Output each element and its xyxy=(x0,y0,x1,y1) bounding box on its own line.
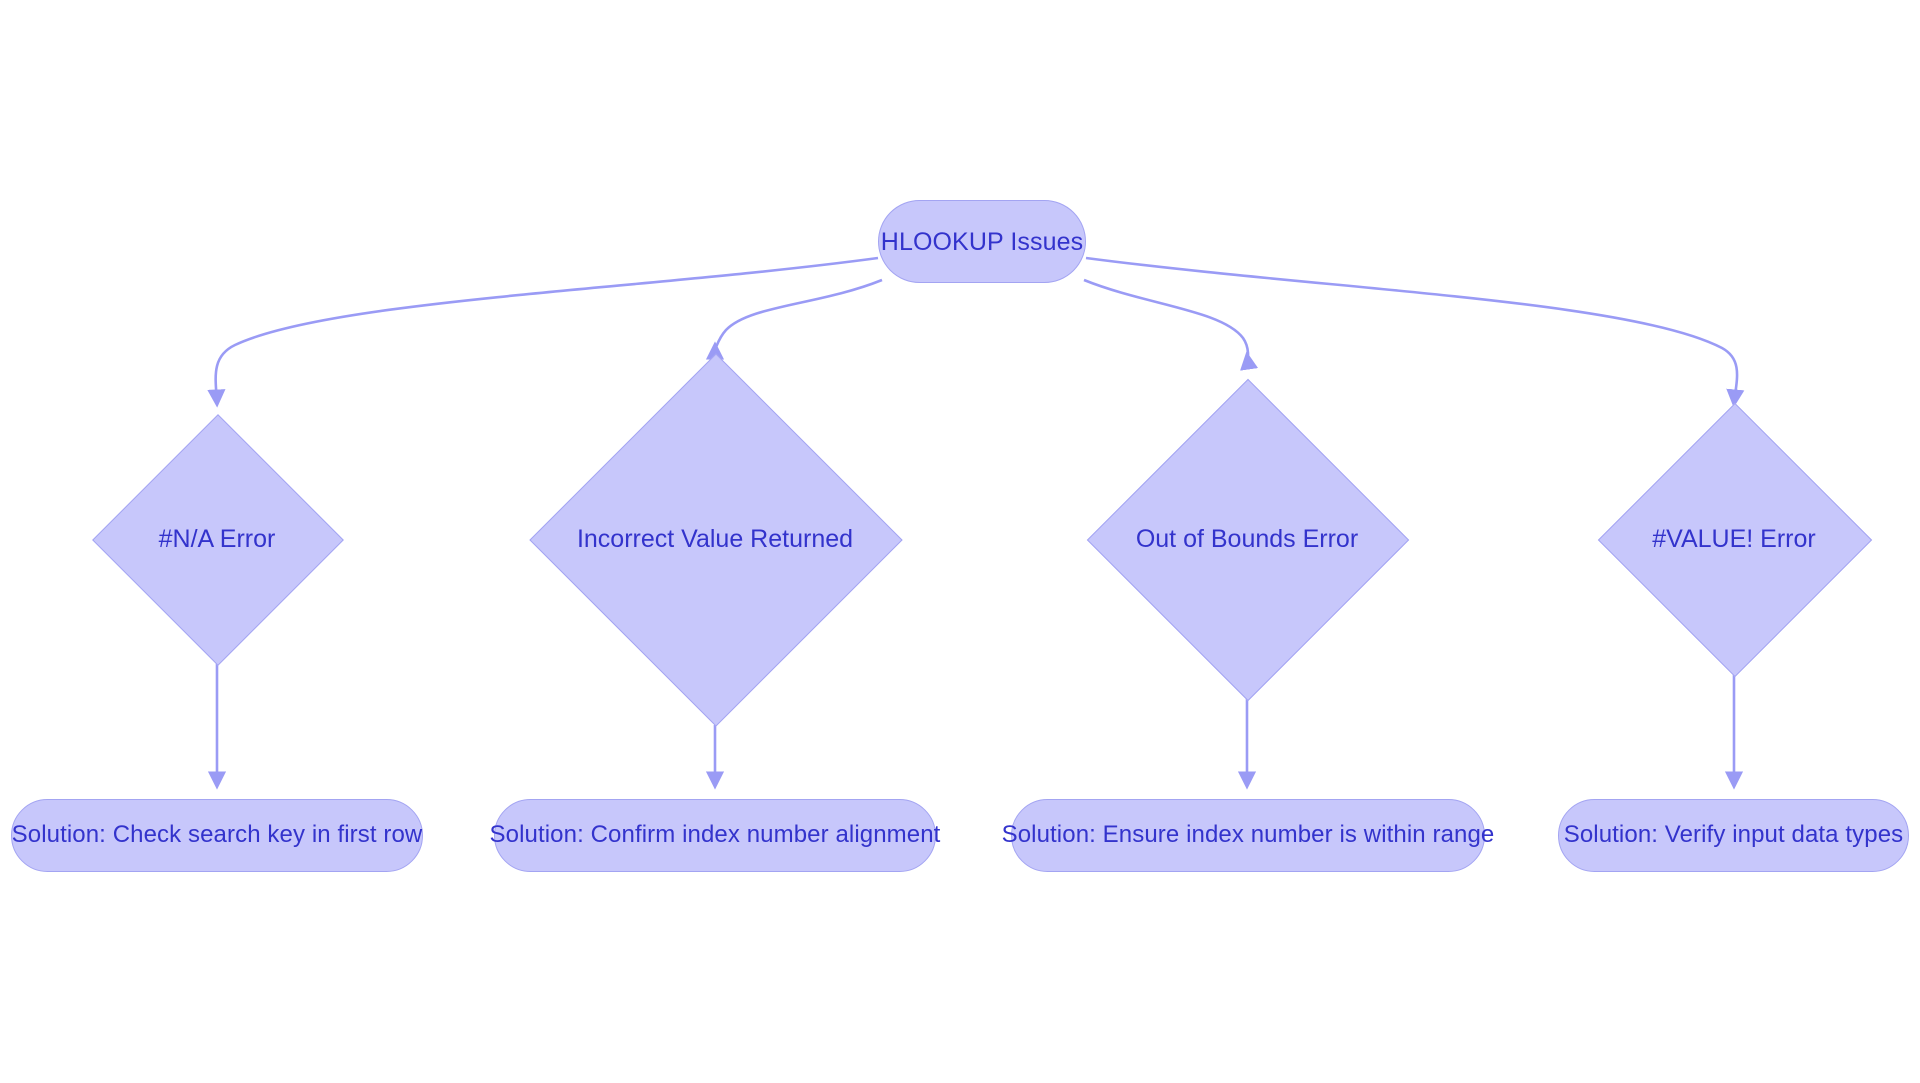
node-solution-out-of-bounds[interactable]: Solution: Ensure index number is within … xyxy=(1002,799,1494,872)
node-issue-incorrect-value-label: Incorrect Value Returned xyxy=(576,525,854,553)
node-issue-value-error[interactable]: #VALUE! Error xyxy=(1597,402,1873,678)
node-solution-out-of-bounds-label: Solution: Ensure index number is within … xyxy=(1001,821,1495,849)
node-solution-value-error-label: Solution: Verify input data types xyxy=(1563,821,1904,849)
node-solution-na-error-label: Solution: Check search key in first row xyxy=(11,821,423,849)
edge-root-to-out-of-bounds xyxy=(1083,278,1259,371)
node-issue-na-error-label: #N/A Error xyxy=(158,525,276,553)
node-issue-out-of-bounds[interactable]: Out of Bounds Error xyxy=(1086,378,1410,702)
node-solution-na-error[interactable]: Solution: Check search key in first row xyxy=(11,799,423,872)
node-issue-incorrect-value[interactable]: Incorrect Value Returned xyxy=(529,353,903,727)
edge-root-to-incorrect-value xyxy=(705,278,883,360)
node-root-label: HLOOKUP Issues xyxy=(880,227,1084,256)
node-issue-out-of-bounds-label: Out of Bounds Error xyxy=(1135,525,1359,553)
node-issue-value-error-label: #VALUE! Error xyxy=(1652,525,1816,553)
node-solution-incorrect-value-label: Solution: Confirm index number alignment xyxy=(489,821,941,849)
node-solution-incorrect-value[interactable]: Solution: Confirm index number alignment xyxy=(490,799,940,872)
node-solution-value-error[interactable]: Solution: Verify input data types xyxy=(1558,799,1909,872)
node-root-hlookup-issues[interactable]: HLOOKUP Issues xyxy=(878,200,1086,283)
node-issue-na-error[interactable]: #N/A Error xyxy=(92,414,344,666)
